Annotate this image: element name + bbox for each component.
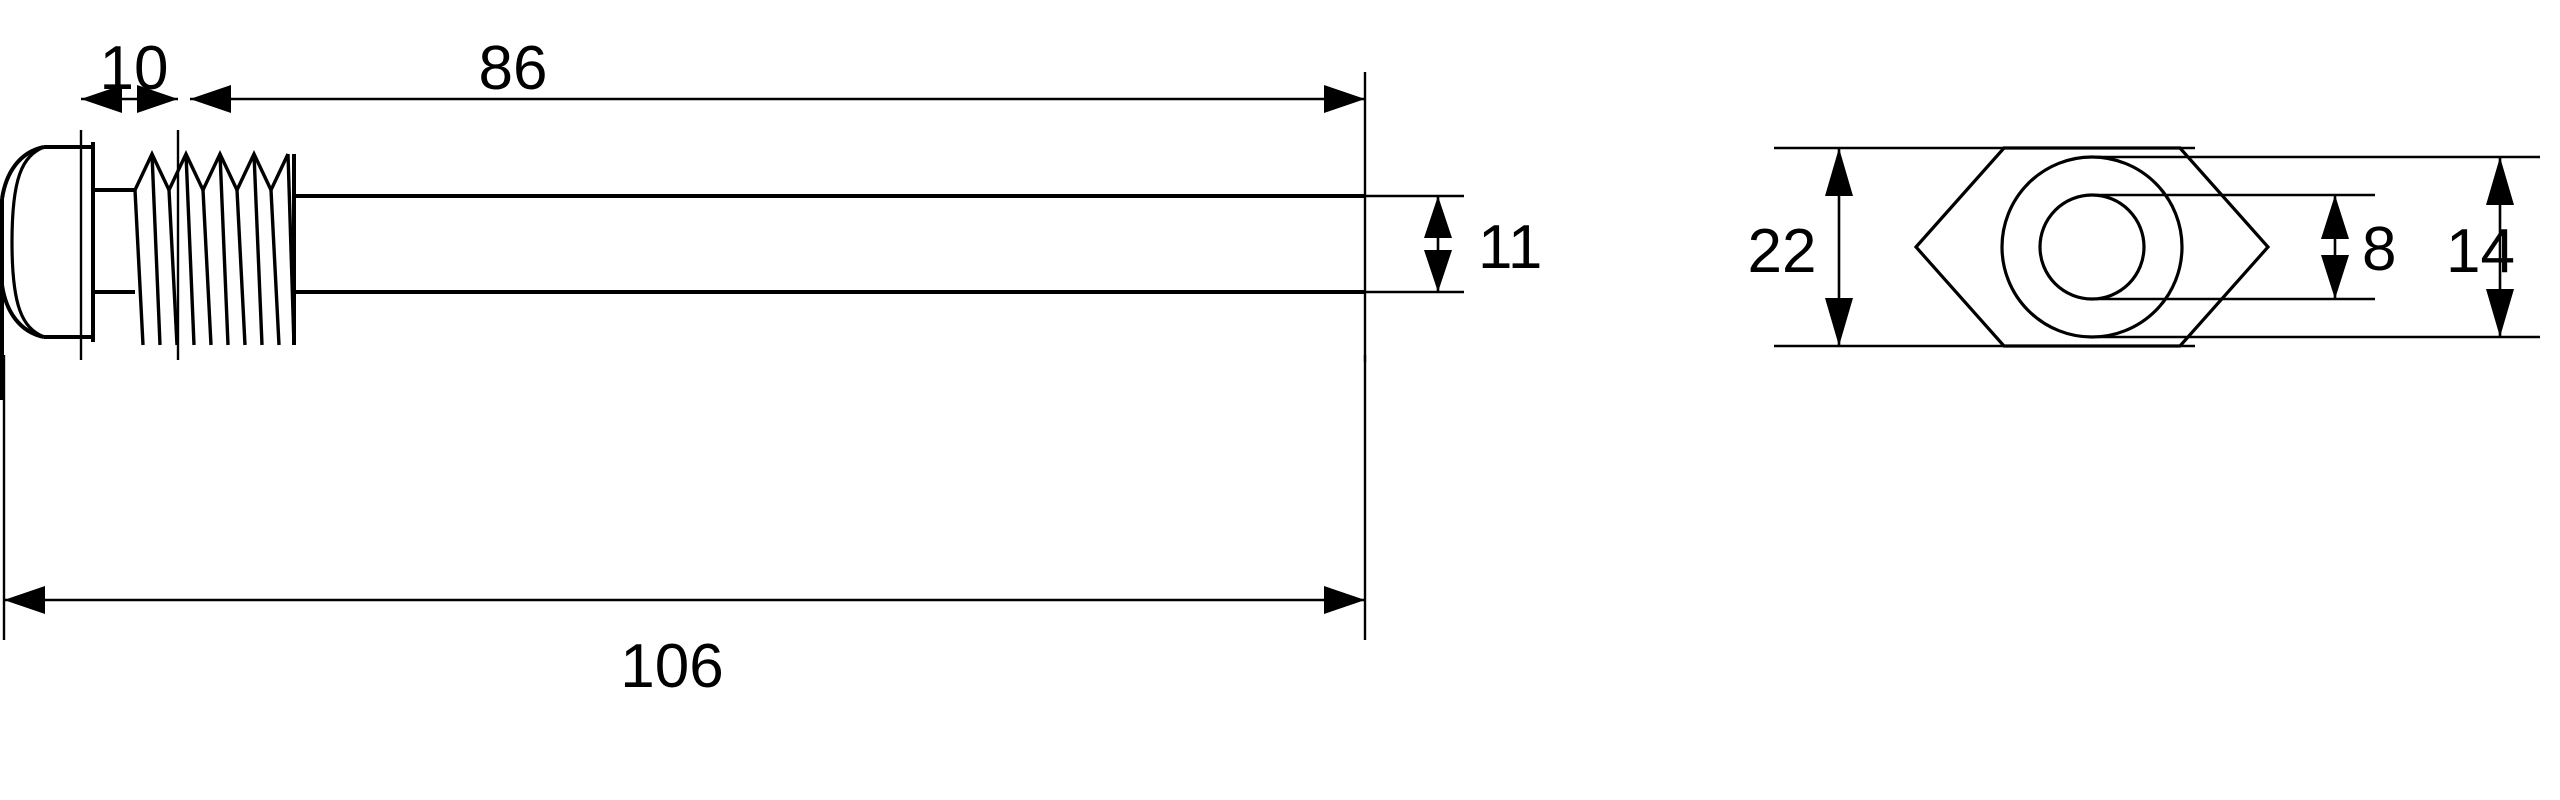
arrow-8-top — [2321, 195, 2349, 239]
thread-flank-7 — [235, 189, 247, 346]
arrow-106-left — [4, 586, 45, 614]
thread-flank-2 — [150, 153, 162, 346]
arrow-86-left — [190, 85, 231, 113]
thread-flank-6 — [218, 153, 230, 346]
dimension-thread-length: 10 — [81, 34, 178, 113]
head-bottom-chamfer-arc — [0, 284, 45, 339]
thread-flank-8 — [252, 153, 264, 346]
dim-label-thread-length: 10 — [100, 34, 169, 103]
head-top-chamfer-arc — [0, 145, 45, 200]
dimension-shank-diameter: 11 — [1365, 194, 1542, 294]
thread-flank-5 — [201, 189, 213, 346]
arrow-10-right — [137, 85, 178, 113]
head-face-chamfer-curve — [10, 145, 45, 339]
arrow-14-bottom — [2486, 289, 2514, 337]
thread-flank-3 — [167, 189, 179, 346]
arrow-106-right — [1324, 586, 1365, 614]
dimension-shank-length: 86 — [190, 34, 1365, 113]
arrow-11-top — [1424, 196, 1452, 238]
dimension-bore-diameter: 8 — [2321, 195, 2396, 299]
arrow-11-bottom — [1424, 250, 1452, 292]
arrow-14-top — [2486, 157, 2514, 205]
dim-label-overall-length: 106 — [620, 632, 723, 701]
threaded-section — [93, 150, 296, 346]
thread-flank-4 — [184, 153, 196, 346]
end-view-group — [1913, 146, 2271, 348]
shank-cylinder — [294, 194, 1365, 294]
arrow-22-top — [1825, 148, 1853, 196]
outer-circle-shank — [2000, 155, 2184, 339]
dimension-overall-length: 106 — [4, 586, 1365, 701]
dimension-outer-circle-diameter: 14 — [2446, 157, 2515, 337]
thread-flank-9 — [269, 189, 281, 346]
hexagon-outline — [1913, 146, 2271, 348]
dimension-hex-across-flats: 22 — [1748, 148, 1853, 346]
hex-head-profile — [0, 142, 95, 400]
dim-label-bore-diameter: 8 — [2362, 215, 2396, 284]
dim-label-hex-across-flats: 22 — [1748, 217, 1817, 286]
thread-crest-zigzag-top — [133, 150, 290, 194]
arrow-10-left — [81, 85, 122, 113]
arrow-8-bottom — [2321, 255, 2349, 299]
arrow-22-bottom — [1825, 298, 1853, 346]
side-view-group — [0, 142, 1365, 400]
dim-label-outer-circle-diameter: 14 — [2446, 217, 2515, 286]
arrow-86-right — [1324, 85, 1365, 113]
inner-circle-bore — [2038, 193, 2146, 301]
dim-label-shank-length: 86 — [479, 34, 548, 103]
dim-label-shank-diameter: 11 — [1478, 213, 1542, 282]
end-view-extension-lines — [1774, 146, 2540, 348]
thread-flank-1 — [133, 189, 145, 346]
side-view-extension-lines — [2, 72, 1367, 640]
